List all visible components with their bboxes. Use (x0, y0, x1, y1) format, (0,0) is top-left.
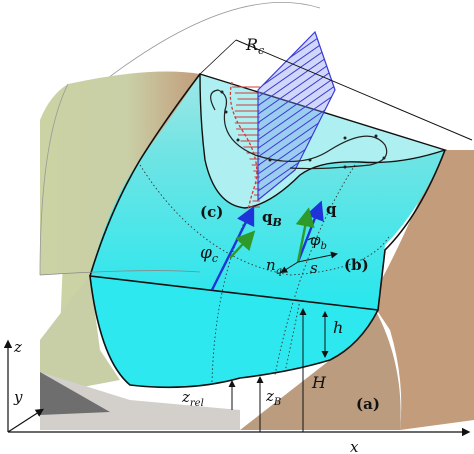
label-phi-c: φc (200, 243, 218, 265)
radius-dim-line (235, 39, 473, 141)
outer-bank-curve (39, 83, 69, 276)
y-axis (7, 408, 45, 433)
label-axis-x: x (350, 438, 359, 454)
label-zB: zB (265, 387, 281, 408)
s-axis (297, 251, 338, 263)
label-s: s (310, 259, 318, 277)
label-H: H (311, 373, 327, 392)
label-phi-b: φb (310, 231, 327, 252)
radius-extension (199, 39, 237, 75)
label-panel-c: (c) (200, 203, 223, 221)
red-profile-curve (229, 81, 258, 211)
label-q: q (326, 200, 337, 218)
channel-outline-right (377, 149, 446, 311)
radius-arc (89, 2, 321, 93)
qB-vector (210, 205, 255, 291)
streamline-markers (220, 90, 386, 169)
label-h: h (333, 318, 343, 337)
phi-c-vector (229, 230, 256, 259)
bed-wedge (40, 372, 240, 430)
floodplain-strip (40, 275, 120, 395)
dotted-line-1 (139, 164, 391, 276)
right-bank (370, 150, 474, 430)
label-panel-a: (a) (356, 395, 380, 413)
red-velocity-profile (230, 82, 260, 210)
q-vector (296, 200, 324, 263)
label-nq: nq (266, 256, 282, 277)
phi-b-vector (295, 207, 315, 263)
label-panel-b: (b) (344, 256, 369, 274)
nq-axis (280, 261, 299, 274)
channel-outline-left (89, 73, 201, 277)
label-qB: qB (262, 208, 282, 229)
label-Rc: Rc (245, 35, 264, 57)
left-bank-upper (40, 71, 200, 276)
outer-bank-line (39, 270, 201, 276)
label-axis-y: y (13, 388, 23, 406)
label-axis-z: z (13, 338, 22, 356)
phi-b-arc (307, 237, 319, 241)
label-zrel: zrel (181, 388, 204, 409)
bed-dark (40, 372, 110, 415)
cross-section (89, 275, 380, 389)
